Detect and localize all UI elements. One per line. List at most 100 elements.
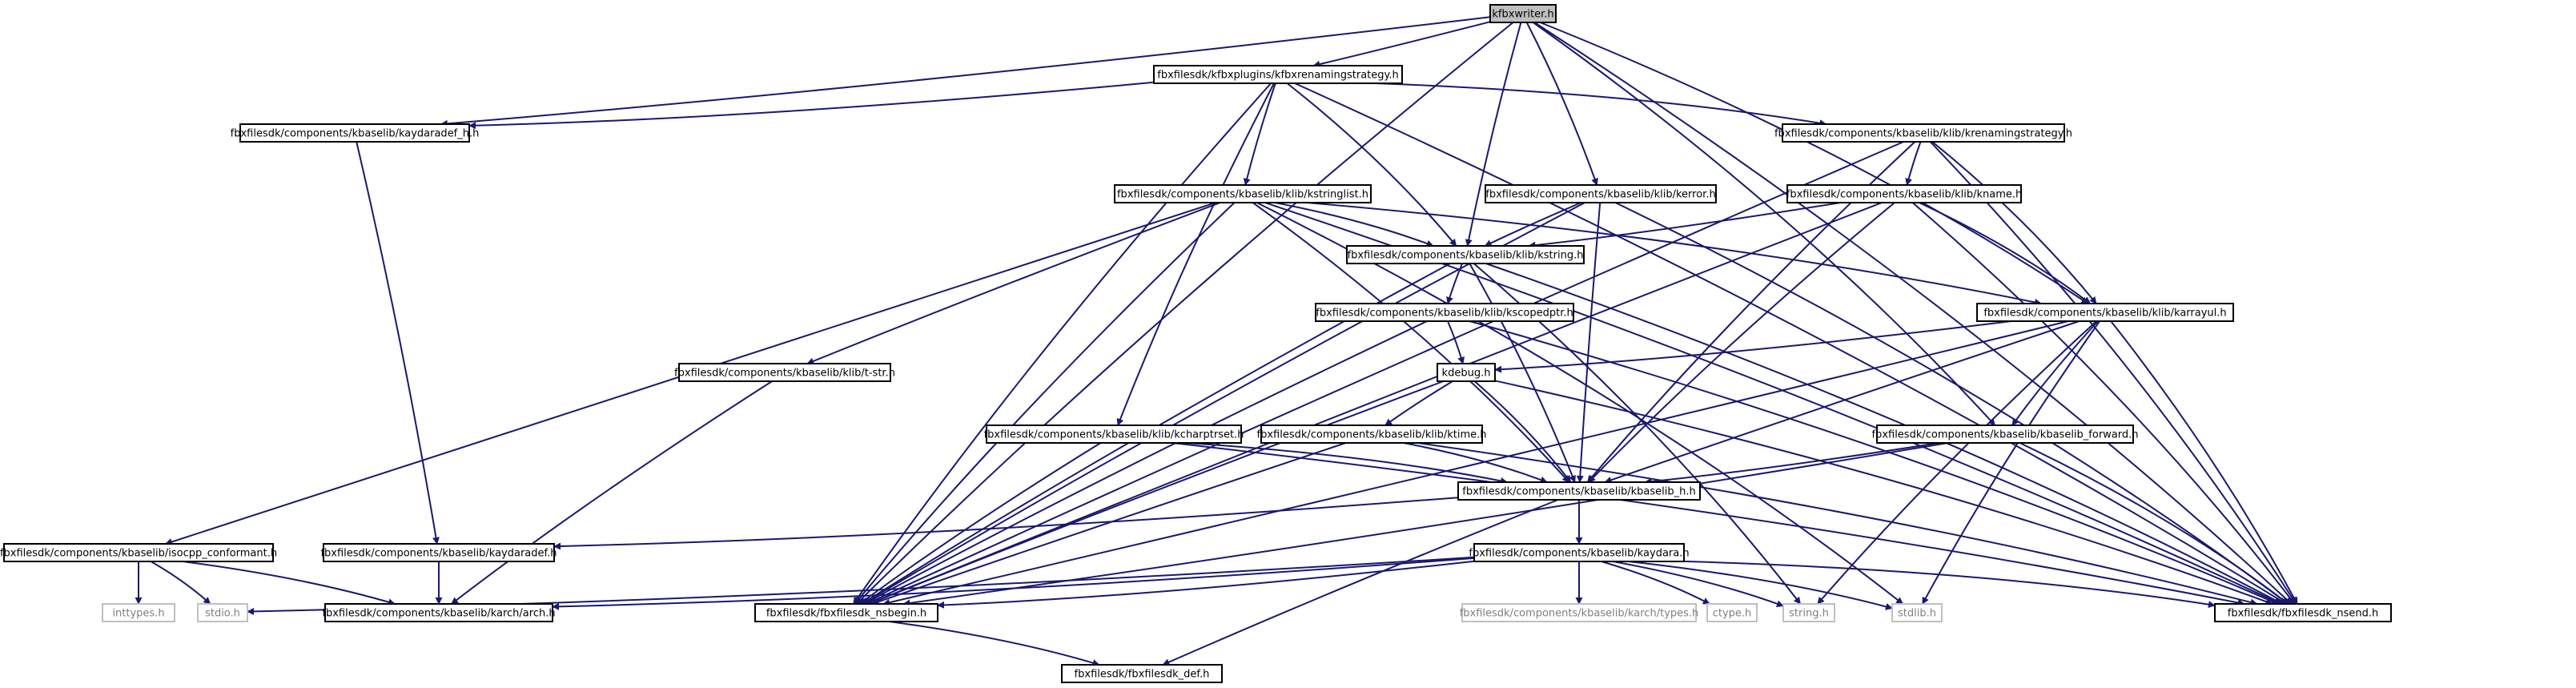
edge-karrayul-to-kdebug [1494,320,2012,373]
node-label: fbxfilesdk/components/kbaselib/isocpp_co… [0,548,277,560]
node-nsbegin[interactable]: fbxfilesdk/fbxfilesdk_nsbegin.h [754,603,938,622]
node-kstringlist[interactable]: fbxfilesdk/components/kbaselib/klib/kstr… [1114,184,1372,203]
node-label: stdio.h [205,608,240,620]
node-label: fbxfilesdk/components/kbaselib/klib/ktim… [1257,429,1487,441]
node-label: fbxfilesdk/fbxfilesdk_nsbegin.h [766,608,926,620]
edge-kerror-to-nsend [1614,202,2289,605]
node-box [986,424,1242,444]
node-tstr[interactable]: fbxfilesdk/components/kbaselib/klib/t-st… [674,363,895,382]
edge-kstringlist-to-isocpp [165,202,1216,545]
edge-kfbxren-to-kcharptr [1116,82,1275,426]
node-types: fbxfilesdk/components/kbaselib/karch/typ… [1460,603,1699,622]
node-box [1876,424,2134,444]
edge-kaydaradefh-to-kaydaradef [356,141,440,545]
edge-isocpp-to-arch [182,561,396,606]
node-box [1782,603,1835,622]
edge-kscoped-to-nsbegin [863,320,1428,605]
edge-kfbxren-to-kaydaradefh [468,81,1155,130]
node-arch[interactable]: fbxfilesdk/components/kbaselib/karch/arc… [322,603,556,622]
edge-ktime-to-kbaseh [1403,442,1548,484]
edge-isocpp-to-stdio [150,561,211,605]
node-ctype: ctype.h [1706,603,1758,622]
node-kaydara[interactable]: fbxfilesdk/components/kbaselib/kaydara.h [1469,543,1690,562]
node-def[interactable]: fbxfilesdk/fbxfilesdk_def.h [1061,664,1223,683]
node-isocpp[interactable]: fbxfilesdk/components/kbaselib/isocpp_co… [0,543,277,562]
node-kname[interactable]: fbxfilesdk/components/kbaselib/klib/knam… [1786,184,2022,203]
node-kfwd[interactable]: fbxfilesdk/components/kbaselib/kbaselib_… [1871,424,2139,444]
edge-root-to-nsend [1533,22,2293,605]
node-kcharptr[interactable]: fbxfilesdk/components/kbaselib/klib/kcha… [984,424,1244,444]
node-kscoped[interactable]: fbxfilesdk/components/kbaselib/klib/ksco… [1315,303,1574,322]
node-krenstrat[interactable]: fbxfilesdk/components/kbaselib/klib/kren… [1774,123,2072,143]
node-root[interactable]: kfbxwriter.h [1489,4,1557,23]
edge-karrayul-to-string [1817,320,2097,605]
node-kerror[interactable]: fbxfilesdk/components/kbaselib/klib/kerr… [1485,184,1717,203]
node-karrayul[interactable]: fbxfilesdk/components/kbaselib/klib/karr… [1976,303,2234,322]
node-label: ctype.h [1713,608,1752,620]
node-label: string.h [1789,608,1829,620]
edge-layer [135,16,2298,666]
node-box [1976,303,2234,322]
edge-kcharptr-to-nsend [1172,442,2245,606]
node-box [323,543,555,562]
node-string: string.h [1782,603,1835,622]
node-kdebug[interactable]: kdebug.h [1437,363,1496,382]
edge-root-to-karrayul [1540,22,2089,304]
node-box [1891,603,1943,622]
node-label: fbxfilesdk/components/kbaselib/karch/typ… [1460,608,1699,620]
edge-ktime-to-nsbegin [871,442,1346,606]
node-kaydaradefh[interactable]: fbxfilesdk/components/kbaselib/kaydarade… [231,123,480,143]
edge-kdebug-to-nsbegin [868,380,1444,606]
node-label: fbxfilesdk/components/kbaselib/klib/kren… [1774,128,2072,140]
edge-kerror-to-nsbegin [862,202,1585,605]
edge-kstring-to-kbaseh [1469,263,1576,483]
node-label: kdebug.h [1442,368,1491,380]
node-kstring[interactable]: fbxfilesdk/components/kbaselib/klib/kstr… [1346,245,1585,264]
node-label: fbxfilesdk/components/kbaselib/klib/knam… [1786,189,2022,201]
edge-kaydara-to-arch [552,557,1475,610]
node-stdio: stdio.h [197,603,248,622]
edge-kaydara-to-stdlib [1628,561,1893,610]
node-label: fbxfilesdk/components/kbaselib/klib/t-st… [674,368,895,380]
edge-kstringlist-to-kstring [1275,202,1434,247]
edge-root-to-kfwd [1533,22,1996,426]
edge-kname-to-nsbegin [867,202,1883,606]
edge-nsbegin-to-def [889,621,1100,666]
node-stdlib: stdlib.h [1891,603,1943,622]
node-box [678,363,891,382]
edge-kstringlist-to-tstr [806,202,1221,365]
node-label: fbxfilesdk/components/kbaselib/klib/kcha… [984,429,1244,441]
node-box [1153,65,1403,84]
node-label: fbxfilesdk/components/kbaselib/klib/ksco… [1316,308,1573,320]
edge-root-to-kfbxren [1312,21,1491,68]
node-label: inttypes.h [112,608,164,620]
node-label: fbxfilesdk/components/kbaselib/kaydara.h [1469,548,1689,560]
node-label: stdlib.h [1898,608,1936,620]
node-box [1782,123,2065,143]
node-nsend[interactable]: fbxfilesdk/fbxfilesdk_nsend.h [2214,603,2392,622]
node-kaydaradef[interactable]: fbxfilesdk/components/kbaselib/kaydarade… [320,543,557,562]
node-label: fbxfilesdk/components/kbaselib/kbaselib_… [1462,486,1695,498]
node-kbaseh[interactable]: fbxfilesdk/components/kbaselib/kbaselib_… [1457,481,1701,501]
node-label: fbxfilesdk/components/kbaselib/klib/kstr… [1348,250,1584,262]
node-box [3,543,274,562]
node-kfbxren[interactable]: fbxfilesdk/kfbxplugins/kfbxrenamingstrat… [1153,65,1403,84]
edge-kbaseh-to-kaydaradef [553,497,1459,550]
edge-kbaseh-to-def [1162,499,1559,666]
edge-root-to-kstring [1465,22,1522,247]
node-ktime[interactable]: fbxfilesdk/components/kbaselib/klib/ktim… [1257,424,1487,444]
node-label: fbxfilesdk/components/kbaselib/klib/kstr… [1117,189,1368,201]
edge-kerror-to-kstring [1484,202,1581,247]
edge-karrayul-to-nsbegin [882,320,2069,606]
edge-kname-to-kstring [1528,202,1841,249]
node-label: fbxfilesdk/fbxfilesdk_def.h [1075,669,1210,681]
node-box [239,123,470,143]
edge-kfwd-to-nsend [2019,442,2289,605]
edge-karrayul-to-kfwd [2011,320,2099,426]
edge-kdebug-to-kbaseh [1473,380,1572,483]
node-label: fbxfilesdk/components/kbaselib/kbaselib_… [1871,429,2138,441]
node-box [1457,481,1701,501]
edge-kfwd-to-nsbegin [902,442,1948,607]
edge-kcharptr-to-kbaseh [1185,442,1508,485]
node-box [197,603,248,622]
